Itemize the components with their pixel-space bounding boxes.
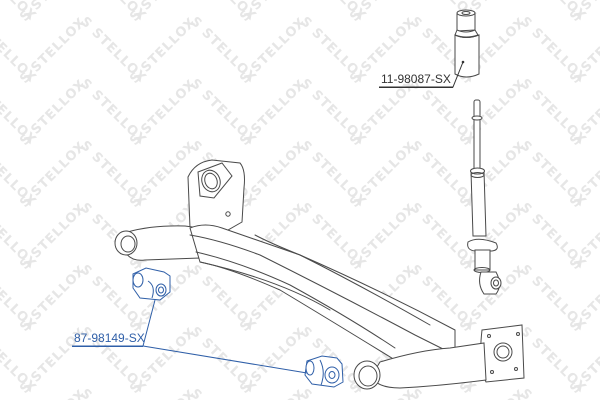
label-underline-bushing (72, 346, 143, 347)
svg-text:S STELLOX: S STELLOX (17, 201, 89, 273)
svg-text:S STELLOX: S STELLOX (127, 77, 199, 149)
part-label-bushing[interactable]: 87-98149-SX (74, 331, 145, 345)
rear-axle-beam (114, 159, 525, 390)
svg-text:S STELLOX: S STELLOX (17, 263, 89, 335)
svg-text:S STELLOX: S STELLOX (567, 325, 600, 397)
bushing-right (304, 355, 344, 388)
svg-text:S STELLOX: S STELLOX (127, 139, 199, 211)
svg-text:S STELLOX: S STELLOX (237, 325, 309, 397)
svg-text:S STELLOX: S STELLOX (237, 15, 309, 87)
svg-text:S STELLOX: S STELLOX (567, 263, 600, 335)
svg-text:S STELLOX: S STELLOX (237, 139, 309, 211)
svg-text:S STELLOX: S STELLOX (237, 77, 309, 149)
part-label-dust-boot[interactable]: 11-98087-SX (381, 72, 451, 86)
svg-text:S STELLOX: S STELLOX (17, 77, 89, 149)
svg-text:S STELLOX: S STELLOX (567, 77, 600, 149)
bushing-left (132, 267, 171, 301)
svg-text:S STELLOX: S STELLOX (457, 77, 529, 149)
svg-text:S STELLOX: S STELLOX (347, 139, 419, 211)
svg-text:S STELLOX: S STELLOX (457, 201, 529, 273)
shock-absorber-part (467, 99, 502, 295)
svg-text:S STELLOX: S STELLOX (567, 15, 600, 87)
label-underline-dust-boot (379, 87, 453, 88)
svg-text:S STELLOX: S STELLOX (127, 15, 199, 87)
svg-text:S STELLOX: S STELLOX (17, 139, 89, 211)
svg-text:S STELLOX: S STELLOX (457, 139, 529, 211)
svg-text:S STELLOX: S STELLOX (17, 15, 89, 87)
svg-text:S STELLOX: S STELLOX (347, 201, 419, 273)
dust-boot-part (454, 9, 480, 78)
svg-text:S STELLOX: S STELLOX (567, 201, 600, 273)
svg-text:S STELLOX: S STELLOX (567, 139, 600, 211)
